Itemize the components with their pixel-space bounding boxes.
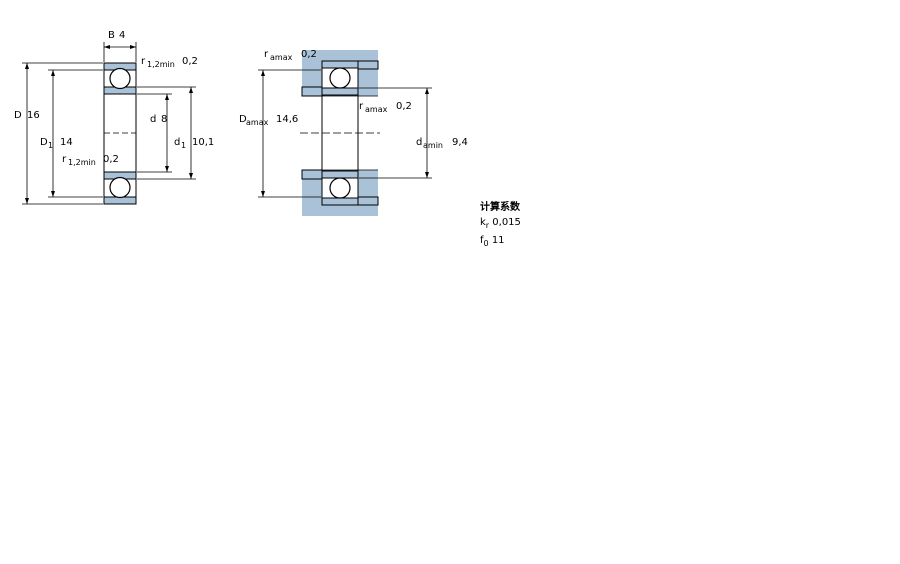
calculation-title: 计算系数: [480, 202, 520, 213]
factor-kr-value: 0,015: [492, 217, 521, 228]
dim-d-symbol: d: [150, 114, 156, 125]
dim-da-symbol: d: [416, 137, 422, 148]
dim-B-symbol: B: [108, 30, 115, 41]
dim-Da-symbol: D: [239, 114, 247, 125]
dim-ra-inner-sub: amax: [365, 105, 388, 114]
factor-kr-sub: r: [485, 221, 490, 230]
ball-lower: [109, 176, 131, 199]
dim-ra-top-symbol: r: [264, 49, 269, 60]
dim-D1-value: 14: [60, 137, 73, 148]
mount-ball-lower: [329, 177, 351, 199]
factor-f0: f0 11: [480, 233, 521, 251]
mount-ball-upper: [329, 67, 351, 89]
dim-ra-inner-symbol: r: [359, 101, 364, 112]
dim-D-value: 16: [27, 110, 40, 121]
dim-d-value: 8: [161, 114, 167, 125]
housing-shoulder-upper: [357, 60, 379, 70]
factor-f0-sub: 0: [483, 239, 489, 248]
dim-D1-symbol: D: [40, 137, 48, 148]
bearing-section-view: B 4 D 16 D 1 14 d 8 d 1 10,1: [14, 30, 214, 205]
dim-r-top-symbol: r: [141, 56, 146, 67]
dim-ra-top-value: 0,2: [301, 49, 317, 60]
dim-B-value: 4: [119, 30, 125, 41]
dim-r-bottom-symbol: r: [62, 154, 67, 165]
bearing-mounting-view: D amax 14,6 d amin 9,4 r amax 0,2 r amax…: [239, 49, 468, 216]
factor-kr: kr 0,015: [480, 215, 521, 233]
factor-f0-symbol: f: [480, 235, 484, 246]
dim-da-sub: amin: [423, 141, 443, 150]
shaft-shoulder-upper: [301, 86, 323, 97]
dim-da-value: 9,4: [452, 137, 468, 148]
dim-ra-inner-value: 0,2: [396, 101, 412, 112]
factor-f0-value: 11: [491, 235, 505, 246]
dim-r-top-value: 0,2: [182, 56, 198, 67]
dim-Da-sub: amax: [246, 118, 269, 127]
dim-d1-sub: 1: [181, 141, 186, 150]
dim-d1-symbol: d: [174, 137, 180, 148]
calculation-factors: 计算系数 kr 0,015 f0 11: [480, 200, 521, 251]
dim-D1-sub: 1: [48, 141, 53, 150]
housing-shoulder-lower: [357, 196, 379, 206]
dim-ra-top-sub: amax: [270, 53, 293, 62]
ball-upper: [109, 67, 131, 90]
dim-Da-value: 14,6: [276, 114, 298, 125]
shaft-shoulder-lower: [301, 169, 323, 180]
dim-r-top-sub: 1,2min: [147, 60, 175, 69]
factor-kr-symbol: k: [480, 217, 486, 228]
dim-d1-value: 10,1: [192, 137, 214, 148]
dim-r-bottom-sub: 1,2min: [68, 158, 96, 167]
dim-D-symbol: D: [14, 110, 22, 121]
dim-r-bottom-value: 0,2: [103, 154, 119, 165]
